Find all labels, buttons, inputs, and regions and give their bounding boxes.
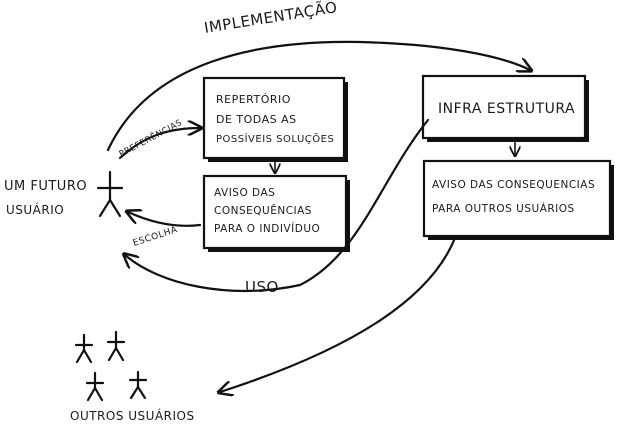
- usage-label: USO: [245, 278, 279, 296]
- future-user-label-line-2: USUÁRIO: [6, 202, 64, 217]
- implementation-label: IMPLEMENTAÇÃO: [203, 0, 339, 37]
- individual-consequences-box: [202, 174, 348, 250]
- others-consequences-box: [422, 159, 612, 238]
- others-line-1: AVISO DAS CONSEQUENCIAS: [432, 179, 595, 191]
- repertoire-line-3: POSSÍVEIS SOLUÇÕES: [216, 132, 334, 145]
- other-users-arrow: [220, 236, 457, 392]
- infrastructure-label: INFRA ESTRUTURA: [438, 101, 575, 117]
- other-users-group-icon: [74, 330, 148, 402]
- solutions-repertoire-box: [202, 76, 346, 160]
- individual-line-2: CONSEQUÊNCIAS: [214, 204, 312, 217]
- choice-label: ESCOLHA: [132, 225, 179, 249]
- future-user-label-line-1: UM FUTURO: [4, 179, 87, 194]
- infrastructure-box: [421, 74, 587, 140]
- implementation-arrow: [106, 40, 530, 152]
- preferences-label: PREFERÊNCIAS: [117, 116, 184, 159]
- others-line-2: PARA OUTROS USUÁRIOS: [432, 202, 575, 215]
- preferences-arrow: [118, 128, 200, 160]
- individual-line-3: PARA O INDIVÍDUO: [214, 222, 320, 235]
- individual-line-1: AVISO DAS: [214, 187, 275, 199]
- repertoire-line-2: DE TODAS AS: [216, 113, 297, 126]
- usage-arrow: [125, 118, 430, 292]
- future-user-stick-figure-icon: [96, 170, 124, 218]
- repertoire-line-1: REPERTÓRIO: [216, 93, 291, 106]
- other-users-label: OUTROS USUÁRIOS: [70, 408, 195, 423]
- choice-arrow: [128, 212, 202, 227]
